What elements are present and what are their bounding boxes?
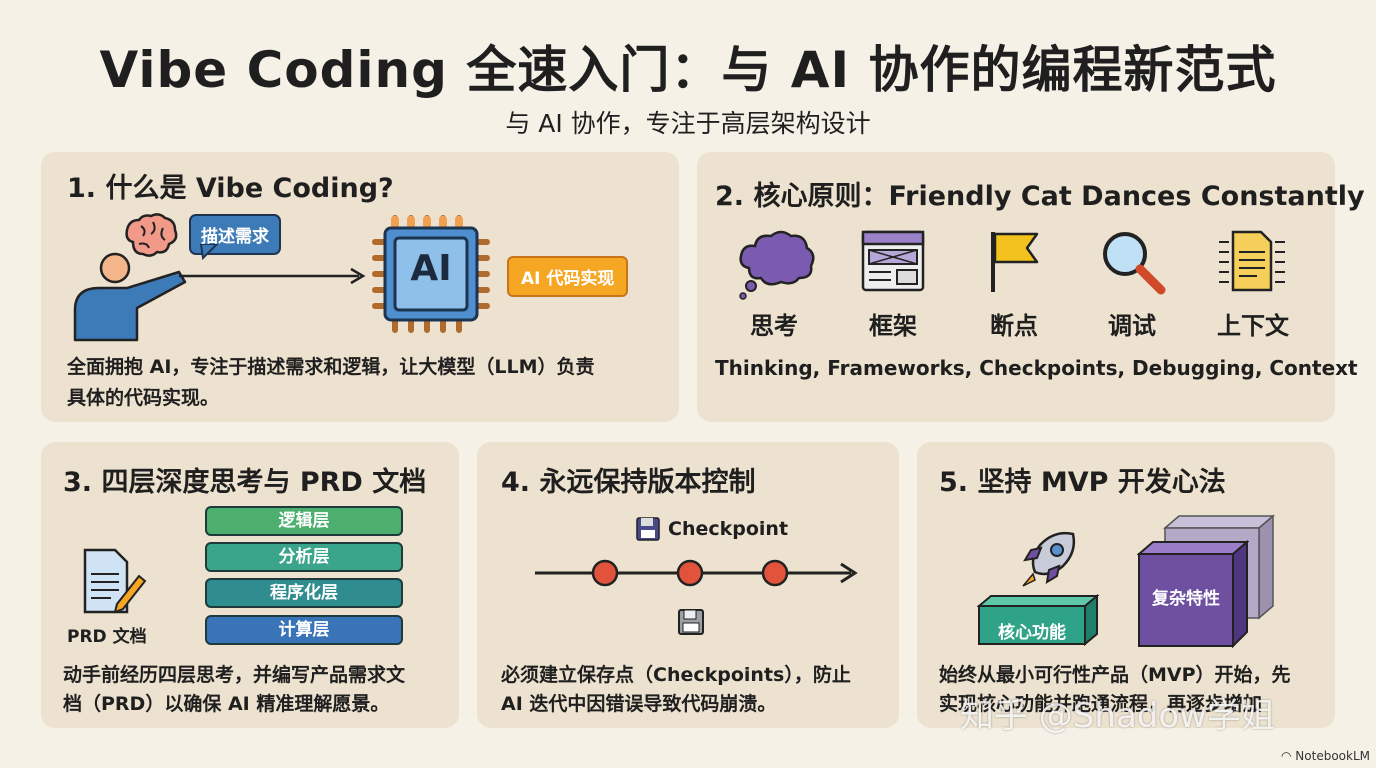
- checkpoint-dot: [591, 559, 619, 587]
- arrow-right-icon: [179, 267, 366, 285]
- complex-feature-label: 复杂特性: [1152, 589, 1220, 609]
- principle-label-context: 上下文: [1217, 312, 1289, 340]
- brand-label: NotebookLM: [1295, 749, 1370, 763]
- card4-title: 4. 永远保持版本控制: [501, 467, 756, 498]
- page-subtitle: 与 AI 协作，专注于高层架构设计: [505, 109, 871, 138]
- person-icon: [73, 252, 187, 342]
- card4-description-line2: AI 迭代中因错误导致代码崩溃。: [501, 693, 777, 715]
- ai-chip-label: AI: [410, 248, 452, 289]
- card5-title: 5. 坚持 MVP 开发心法: [939, 467, 1226, 498]
- layer-logic: 逻辑层: [205, 506, 403, 536]
- notebooklm-brand: ◠ NotebookLM: [1281, 749, 1370, 763]
- principle-label-checkpoint: 断点: [990, 312, 1038, 340]
- page-title: Vibe Coding 全速入门：与 AI 协作的编程新范式: [99, 41, 1277, 99]
- card-what-is-vibe-coding: 1. 什么是 Vibe Coding? 描述需求 AI AI 代码实现 全面拥抱…: [41, 152, 679, 422]
- save-disk-icon: [636, 517, 660, 541]
- card5-description-line2: 实现核心功能并跑通流程，再逐步增加: [939, 693, 1263, 715]
- card4-description-line1: 必须建立保存点（Checkpoints），防止: [501, 664, 851, 686]
- principle-label-thinking: 思考: [750, 312, 798, 340]
- timeline-arrow: [535, 559, 858, 587]
- principle-label-framework: 框架: [869, 312, 917, 340]
- magnifier-icon: [1103, 232, 1166, 295]
- watermark: 知乎 @Shadow学姐: [960, 696, 1275, 736]
- card-version-control: 4. 永远保持版本控制 Checkpoint 必须建立保存点（Checkpoin…: [477, 442, 899, 728]
- bubble-tail-icon: [199, 244, 219, 260]
- checkpoint-dot: [676, 559, 704, 587]
- notebooklm-logo-icon: ◠: [1281, 749, 1296, 763]
- prd-doc-label: PRD 文档: [67, 627, 147, 647]
- checkpoint-dot: [761, 559, 789, 587]
- layer-programmatic: 程序化层: [205, 578, 403, 608]
- card5-description-line1: 始终从最小可行性产品（MVP）开始，先: [939, 664, 1291, 686]
- framework-window-icon: [861, 230, 925, 292]
- checkpoint-label: Checkpoint: [668, 518, 789, 540]
- save-disk-gray-icon: [678, 609, 704, 635]
- principle-label-debugging: 调试: [1108, 312, 1156, 340]
- card-four-layer-thinking: 3. 四层深度思考与 PRD 文档 PRD 文档 逻辑层 分析层 程序化层 计算…: [41, 442, 459, 728]
- card1-description-line1: 全面拥抱 AI，专注于描述需求和逻辑，让大模型（LLM）负责: [67, 356, 595, 378]
- layer-analysis: 分析层: [205, 542, 403, 572]
- core-feature-label: 核心功能: [998, 623, 1066, 643]
- thought-cloud-icon: [739, 230, 815, 300]
- card1-title: 1. 什么是 Vibe Coding?: [67, 173, 394, 204]
- prd-document-icon: [83, 548, 147, 614]
- card-core-principles: 2. 核心原则：Friendly Cat Dances Constantly 思…: [697, 152, 1365, 422]
- flag-icon: [991, 232, 1039, 292]
- layer-computation: 计算层: [205, 615, 403, 645]
- card2-title: 2. 核心原则：Friendly Cat Dances Constantly: [715, 181, 1365, 212]
- complex-feature-cube: [1137, 540, 1249, 649]
- card3-description-line2: 档（PRD）以确保 AI 精准理解愿景。: [63, 693, 390, 715]
- principles-summary: Thinking, Frameworks, Checkpoints, Debug…: [715, 356, 1358, 380]
- card-mvp-mindset: 5. 坚持 MVP 开发心法 复杂特性 核心功能 始终从最小可行性产品（MVP）…: [917, 442, 1335, 728]
- card3-title: 3. 四层深度思考与 PRD 文档: [63, 467, 427, 498]
- core-feature-block: [977, 594, 1099, 646]
- document-icon: [1219, 230, 1285, 292]
- brain-icon: [125, 213, 178, 257]
- ai-code-output-tag: AI 代码实现: [507, 256, 629, 297]
- rocket-icon: [1022, 531, 1076, 587]
- card1-description-line2: 具体的代码实现。: [67, 387, 220, 409]
- ai-chip-icon: [372, 215, 490, 333]
- card3-description-line1: 动手前经历四层思考，并编写产品需求文: [63, 664, 406, 686]
